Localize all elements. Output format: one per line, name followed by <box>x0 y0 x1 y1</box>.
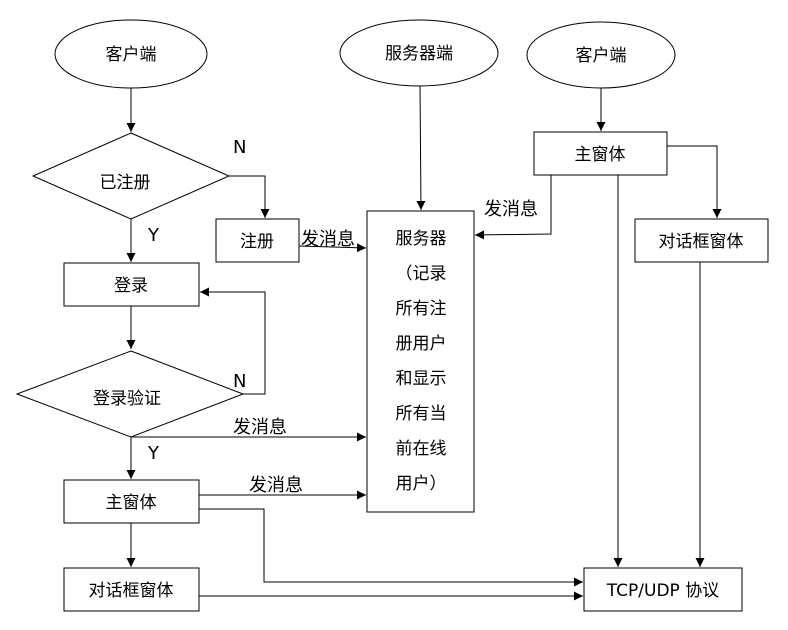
server-line-6: 所有当 <box>396 404 447 424</box>
node-register-label: 注册 <box>240 232 274 252</box>
label-registered-yes: Y <box>147 225 160 246</box>
node-dialog-right: 对话框窗体 <box>634 218 769 263</box>
node-client-left: 客户端 <box>54 19 208 89</box>
label-verify-no: N <box>233 371 246 392</box>
node-server-top: 服务器端 <box>339 19 499 87</box>
node-registered-decision: 已注册 <box>31 132 231 220</box>
edge-server-top-to-server <box>416 85 426 211</box>
label-send-msg-register: 发消息 <box>301 229 355 250</box>
label-send-msg-verify: 发消息 <box>233 417 287 438</box>
node-client-right-label: 客户端 <box>576 46 627 66</box>
edge-verify-no <box>200 287 266 395</box>
node-server-top-label: 服务器端 <box>385 44 453 64</box>
edge-registered-no <box>229 175 270 218</box>
label-send-msg-main-left: 发消息 <box>249 475 303 496</box>
server-line-2: （记录 <box>396 264 447 284</box>
node-login-verify-decision: 登录验证 <box>15 350 245 438</box>
node-login-verify-label: 登录验证 <box>93 389 161 409</box>
node-register: 注册 <box>215 218 300 263</box>
server-line-3: 所有注 <box>396 299 447 319</box>
edge-main-left-to-protocol <box>199 508 583 587</box>
server-line-8: 用户） <box>396 474 447 494</box>
node-main-window-right: 主窗体 <box>533 131 668 176</box>
edge-main-right-to-server <box>474 175 552 240</box>
server-line-7: 前在线 <box>396 439 447 459</box>
edge-register-to-server <box>298 243 367 253</box>
node-dialog-right-label: 对话框窗体 <box>659 232 744 252</box>
node-client-right: 客户端 <box>526 21 676 89</box>
node-login-label: 登录 <box>114 276 148 296</box>
server-line-5: 和显示 <box>396 369 447 389</box>
node-protocol-label: TCP/UDP 协议 <box>606 581 719 601</box>
node-dialog-left: 对话框窗体 <box>63 567 200 612</box>
server-line-1: 服务器 <box>396 229 447 249</box>
node-protocol: TCP/UDP 协议 <box>583 567 743 612</box>
node-main-window-left-label: 主窗体 <box>106 493 157 513</box>
node-main-window-right-label: 主窗体 <box>575 145 626 165</box>
node-server: 服务器 （记录 所有注 册用户 和显示 所有当 前在线 用户） <box>366 210 475 513</box>
node-main-window-left: 主窗体 <box>63 479 200 524</box>
label-send-msg-main-right: 发消息 <box>484 199 538 220</box>
node-registered-label: 已注册 <box>100 173 151 193</box>
label-registered-no: N <box>233 137 246 158</box>
node-client-left-label: 客户端 <box>106 45 157 65</box>
edge-main-right-to-dialog <box>667 145 722 218</box>
node-dialog-left-label: 对话框窗体 <box>89 581 174 601</box>
label-verify-yes: Y <box>147 443 160 464</box>
server-line-4: 册用户 <box>396 334 447 354</box>
node-login: 登录 <box>63 262 200 307</box>
